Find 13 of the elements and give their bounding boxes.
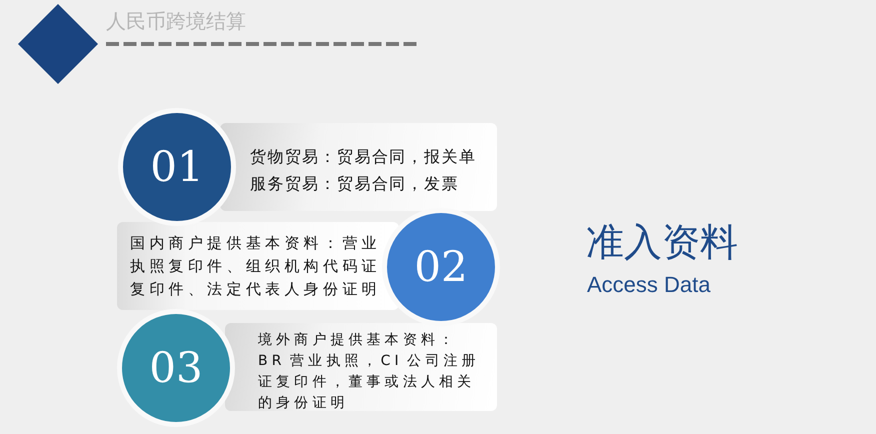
card-text: 服务贸易：贸易合同，发票 <box>250 173 460 195</box>
text-card <box>117 222 399 310</box>
step-number: 01 <box>150 146 204 188</box>
step-number: 02 <box>414 246 468 288</box>
section-heading: 准入资料 <box>586 222 738 266</box>
card-text: 国内商户提供基本资料：营业执照复印件、组织机构代码证复印件、法定代表人身份证明 <box>130 233 382 300</box>
section-subheading: Access Data <box>587 272 710 298</box>
text-card <box>220 123 497 211</box>
card-text: 货物贸易：贸易合同，报关单 <box>250 146 478 168</box>
text-card <box>225 323 497 411</box>
card-text: 境外商户提供基本资料：BR 营业执照，CI 公司注册证复印件，董事或法人相关的身份证明 <box>258 331 481 413</box>
slide-title: 人民币跨境结算 <box>106 8 246 35</box>
step-number: 03 <box>149 347 203 389</box>
